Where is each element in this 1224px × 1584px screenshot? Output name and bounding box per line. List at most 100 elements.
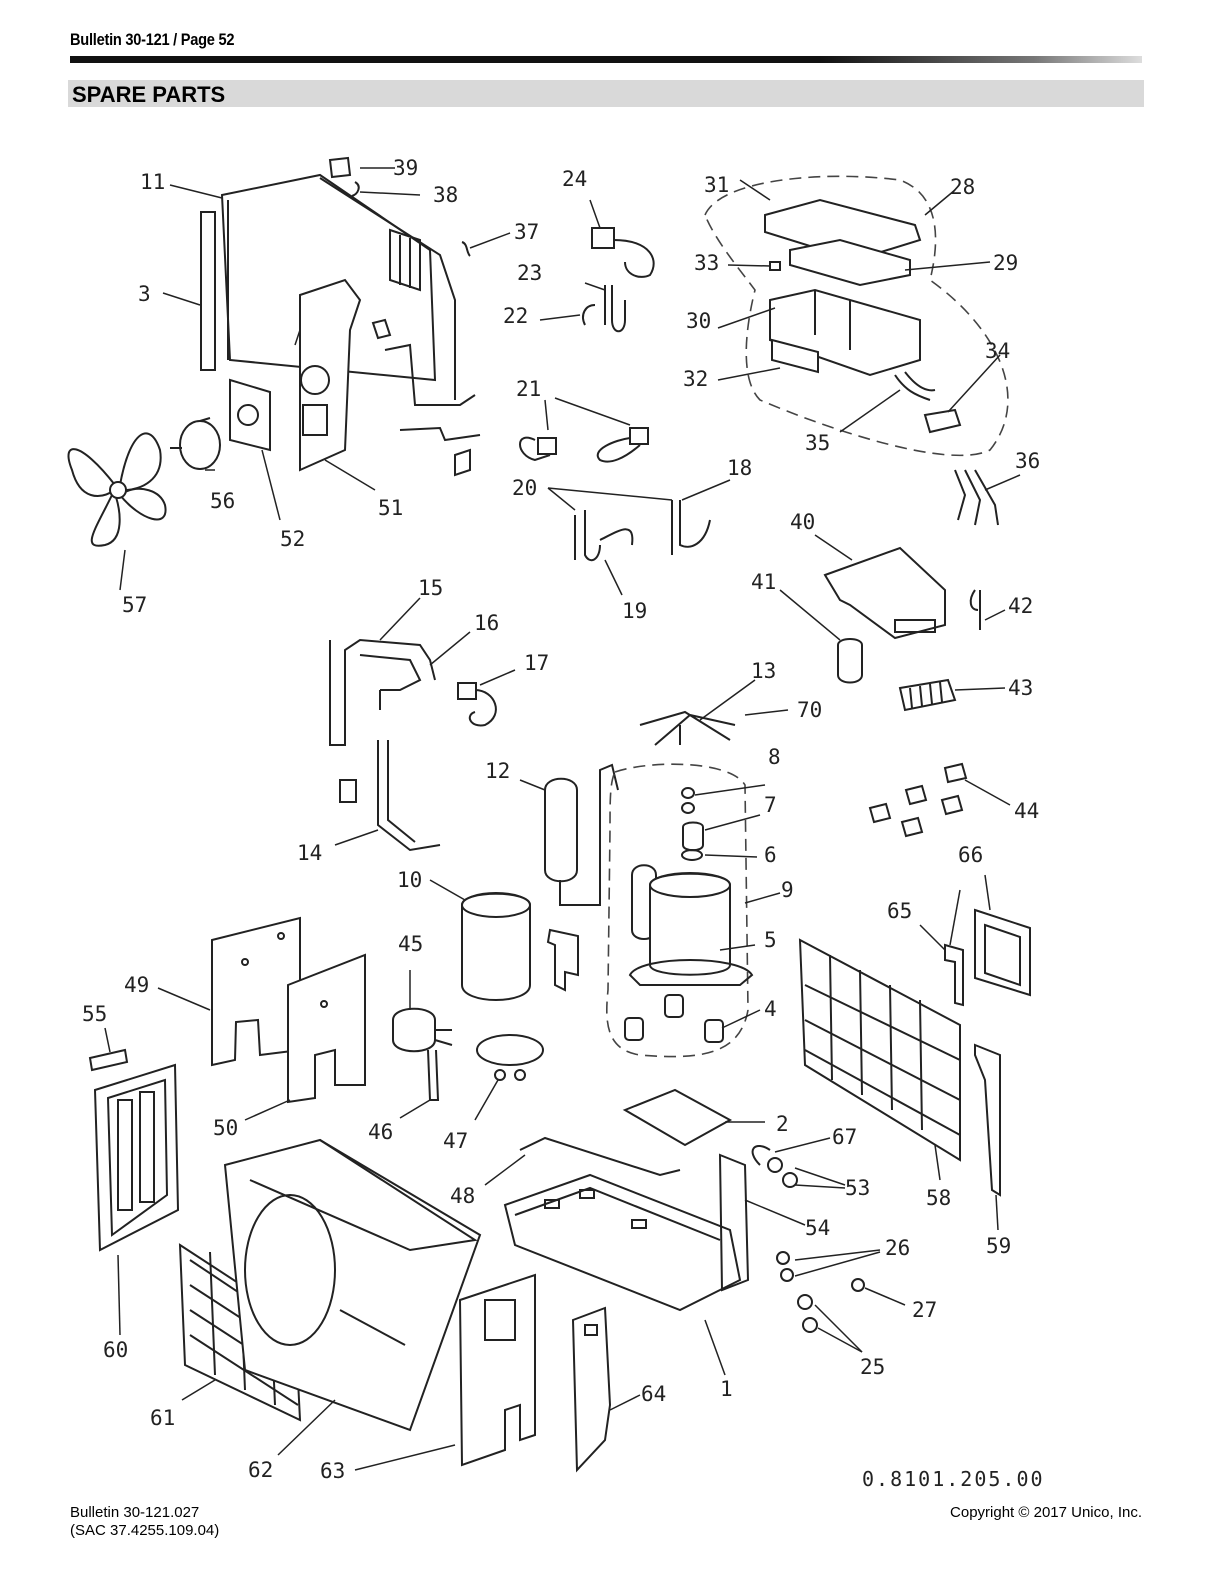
sensor-42 bbox=[969, 589, 981, 630]
valves-25-27 bbox=[751, 1145, 865, 1333]
base-pan-1 bbox=[503, 1153, 750, 1312]
bulletin-header: Bulletin 30-121 / Page 52 bbox=[70, 30, 235, 49]
terminal-block-43 bbox=[898, 678, 957, 712]
label-10: 10 bbox=[397, 868, 422, 892]
leader-lines bbox=[104, 167, 1021, 1471]
label-12: 12 bbox=[485, 759, 510, 783]
label-21: 21 bbox=[516, 377, 541, 401]
valve-16-17 bbox=[329, 638, 497, 746]
label-39: 39 bbox=[393, 156, 418, 180]
part-number-labels: 1 2 3 4 5 6 7 8 9 10 11 12 13 14 15 16 1… bbox=[82, 156, 1040, 1483]
pipe-14 bbox=[339, 740, 441, 852]
panel-59 bbox=[974, 1043, 1001, 1197]
condenser-coil bbox=[220, 173, 456, 400]
header-rule bbox=[70, 56, 1142, 63]
motor-bracket bbox=[299, 278, 362, 472]
label-49: 49 bbox=[124, 973, 149, 997]
label-51: 51 bbox=[378, 496, 403, 520]
footer-doc-number: Bulletin 30-121.027 bbox=[70, 1504, 200, 1521]
panel-50 bbox=[287, 953, 366, 1104]
bracket-plate bbox=[229, 378, 271, 452]
label-47: 47 bbox=[443, 1129, 468, 1153]
label-64: 64 bbox=[641, 1382, 666, 1406]
label-34: 34 bbox=[985, 339, 1010, 363]
label-26: 26 bbox=[885, 1236, 910, 1260]
label-65: 65 bbox=[887, 899, 912, 923]
jacket-10 bbox=[461, 892, 531, 1001]
label-14: 14 bbox=[297, 841, 322, 865]
label-18: 18 bbox=[727, 456, 752, 480]
label-25: 25 bbox=[860, 1355, 885, 1379]
label-30: 30 bbox=[686, 309, 711, 333]
label-52: 52 bbox=[280, 527, 305, 551]
label-13: 13 bbox=[751, 659, 776, 683]
label-57: 57 bbox=[122, 593, 147, 617]
label-60: 60 bbox=[103, 1338, 128, 1362]
label-42: 42 bbox=[1008, 594, 1033, 618]
label-41: 41 bbox=[751, 570, 776, 594]
label-7: 7 bbox=[764, 793, 777, 817]
clips-44 bbox=[868, 762, 968, 838]
drawing-number: 0.8101.205.00 bbox=[862, 1467, 1045, 1491]
label-66: 66 bbox=[958, 843, 983, 867]
label-4: 4 bbox=[764, 997, 777, 1021]
label-27: 27 bbox=[912, 1298, 937, 1322]
label-67: 67 bbox=[832, 1125, 857, 1149]
label-1: 1 bbox=[720, 1377, 733, 1401]
label-50: 50 bbox=[213, 1116, 238, 1140]
fan-motor bbox=[170, 417, 221, 470]
label-2: 2 bbox=[776, 1112, 789, 1136]
heater-48 bbox=[519, 1136, 681, 1177]
label-59: 59 bbox=[986, 1234, 1011, 1258]
logo-badge-55 bbox=[88, 1048, 129, 1072]
compressor-assembly bbox=[606, 763, 754, 1058]
drip-tray-2 bbox=[622, 1088, 733, 1147]
label-3: 3 bbox=[138, 282, 151, 306]
label-17: 17 bbox=[524, 651, 549, 675]
capacitor-45 bbox=[392, 1007, 453, 1053]
footer-sac-number: (SAC 37.4255.109.04) bbox=[70, 1522, 220, 1539]
label-29: 29 bbox=[993, 251, 1018, 275]
label-63: 63 bbox=[320, 1459, 345, 1483]
cover-40 bbox=[823, 546, 946, 640]
label-45: 45 bbox=[398, 932, 423, 956]
wire-harness-36 bbox=[954, 469, 999, 526]
label-9: 9 bbox=[781, 878, 794, 902]
label-56: 56 bbox=[210, 489, 235, 513]
heater-47 bbox=[476, 1034, 544, 1081]
capacitor-41 bbox=[837, 638, 863, 684]
label-6: 6 bbox=[764, 843, 777, 867]
sensor-46 bbox=[427, 1049, 440, 1101]
pipe-13 bbox=[639, 710, 736, 746]
label-16: 16 bbox=[474, 611, 499, 635]
label-55: 55 bbox=[82, 1002, 107, 1026]
control-box bbox=[704, 175, 1009, 457]
label-48: 48 bbox=[450, 1184, 475, 1208]
side-panel-60 bbox=[93, 1063, 180, 1252]
label-40: 40 bbox=[790, 510, 815, 534]
handle-panel-64 bbox=[571, 1306, 612, 1473]
grille-58 bbox=[798, 938, 961, 1162]
label-24: 24 bbox=[562, 167, 587, 191]
coil-24 bbox=[591, 227, 655, 278]
accumulator-12 bbox=[544, 763, 619, 906]
label-53: 53 bbox=[845, 1176, 870, 1200]
label-19: 19 bbox=[622, 599, 647, 623]
fan-blade bbox=[67, 432, 167, 547]
panel-49 bbox=[211, 916, 301, 1067]
label-54: 54 bbox=[805, 1216, 830, 1240]
label-43: 43 bbox=[1008, 676, 1033, 700]
cabinet-62 bbox=[223, 1138, 482, 1432]
label-5: 5 bbox=[764, 928, 777, 952]
label-33: 33 bbox=[694, 251, 719, 275]
label-38: 38 bbox=[433, 183, 458, 207]
piping-assembly bbox=[371, 318, 481, 477]
coil-end-plate bbox=[200, 211, 216, 371]
label-28: 28 bbox=[950, 175, 975, 199]
label-32: 32 bbox=[683, 367, 708, 391]
coils-21 bbox=[519, 427, 649, 463]
label-46: 46 bbox=[368, 1120, 393, 1144]
small-clips bbox=[328, 156, 471, 257]
section-banner: SPARE PARTS bbox=[68, 80, 1144, 107]
exploded-parts-diagram: 1 2 3 4 5 6 7 8 9 10 11 12 13 14 15 16 1… bbox=[67, 156, 1045, 1491]
